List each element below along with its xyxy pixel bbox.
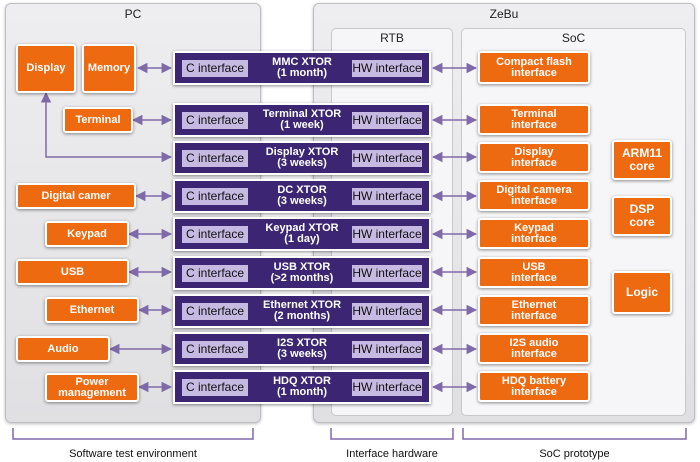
pc-camera-box: Digital camer (16, 183, 136, 209)
hw-interface-label: HW interface (352, 303, 422, 320)
soc-hdq-battery-interface: HDQ battery interface (478, 371, 590, 402)
xtor-title: Display XTOR (3 weeks) (265, 146, 339, 169)
link-display-xtor (40, 91, 173, 163)
xtor-title: I2S XTOR (3 weeks) (277, 337, 327, 360)
xtor-title: USB XTOR (>2 months) (270, 261, 334, 284)
hw-interface-label: HW interface (352, 150, 422, 167)
c-interface-label: C interface (182, 150, 248, 167)
pc-audio-box: Audio (16, 336, 110, 362)
hw-interface-label: HW interface (352, 188, 422, 205)
xtor-usb: C interface USB XTOR (>2 months) HW inte… (173, 256, 431, 290)
bracket-hardware (330, 428, 454, 440)
hw-interface-label: HW interface (352, 341, 422, 358)
pc-usb-box: USB (16, 259, 129, 285)
dsp-core-box: DSP core (612, 196, 672, 236)
rtb-panel-title: RTB (380, 31, 404, 45)
c-interface-label: C interface (182, 112, 248, 129)
xtor-title: Keypad XTOR (1 day) (265, 222, 339, 245)
pc-display-box: Display (16, 44, 76, 93)
c-interface-label: C interface (182, 379, 248, 396)
c-interface-label: C interface (182, 265, 248, 282)
hw-interface-label: HW interface (352, 60, 422, 77)
soc-panel-title: SoC (561, 31, 586, 45)
xtor-terminal: C interface Terminal XTOR (1 week) HW in… (173, 103, 431, 137)
pc-ethernet-box: Ethernet (45, 297, 139, 323)
soc-terminal-interface: Terminal interface (478, 104, 590, 135)
soc-compact-flash-interface: Compact flash interface (478, 51, 590, 84)
xtor-i2s: C interface I2S XTOR (3 weeks) HW interf… (173, 332, 431, 366)
c-interface-label: C interface (182, 341, 248, 358)
c-interface-label: C interface (182, 60, 248, 77)
xtor-keypad: C interface Keypad XTOR (1 day) HW inter… (173, 217, 431, 251)
soc-camera-interface: Digital camera interface (478, 180, 590, 211)
soc-prototype-label: SoC prototype (539, 448, 610, 460)
xtor-title: Terminal XTOR (1 week) (262, 108, 342, 131)
pc-panel-title: PC (124, 7, 142, 21)
hw-interface-label: HW interface (352, 379, 422, 396)
bracket-software (12, 428, 254, 440)
zebu-panel-title: ZeBu (489, 7, 519, 21)
c-interface-label: C interface (182, 188, 248, 205)
soc-keypad-interface: Keypad interface (478, 218, 590, 249)
soc-usb-interface: USB interface (478, 257, 590, 288)
xtor-ethernet: C interface Ethernet XTOR (2 months) HW … (173, 294, 431, 328)
xtor-display: C interface Display XTOR (3 weeks) HW in… (173, 141, 431, 175)
logic-box: Logic (612, 271, 672, 314)
xtor-title: Ethernet XTOR (2 months) (262, 299, 342, 322)
xtor-hdq: C interface HDQ XTOR (1 month) HW interf… (173, 370, 431, 404)
interface-hardware-label: Interface hardware (346, 448, 438, 460)
hw-interface-label: HW interface (352, 265, 422, 282)
software-test-environment-label: Software test environment (69, 448, 197, 460)
xtor-dc: C interface DC XTOR (3 weeks) HW interfa… (173, 179, 431, 213)
arm11-core-box: ARM11 core (612, 140, 672, 180)
hw-interface-label: HW interface (352, 112, 422, 129)
c-interface-label: C interface (182, 303, 248, 320)
c-interface-label: C interface (182, 226, 248, 243)
pc-memory-box: Memory (82, 44, 136, 93)
pc-keypad-box: Keypad (45, 221, 129, 247)
xtor-title: MMC XTOR (1 month) (272, 56, 332, 79)
soc-i2s-audio-interface: I2S audio interface (478, 333, 590, 364)
soc-display-interface: Display interface (478, 142, 590, 173)
hw-interface-label: HW interface (352, 226, 422, 243)
bracket-soc (462, 428, 687, 440)
xtor-title: HDQ XTOR (1 month) (273, 375, 331, 398)
pc-terminal-box: Terminal (63, 107, 133, 133)
xtor-title: DC XTOR (3 weeks) (277, 184, 327, 207)
xtor-mmc: C interface MMC XTOR (1 month) HW interf… (173, 51, 431, 85)
soc-ethernet-interface: Ethernet interface (478, 295, 590, 326)
pc-power-box: Power management (45, 373, 139, 402)
